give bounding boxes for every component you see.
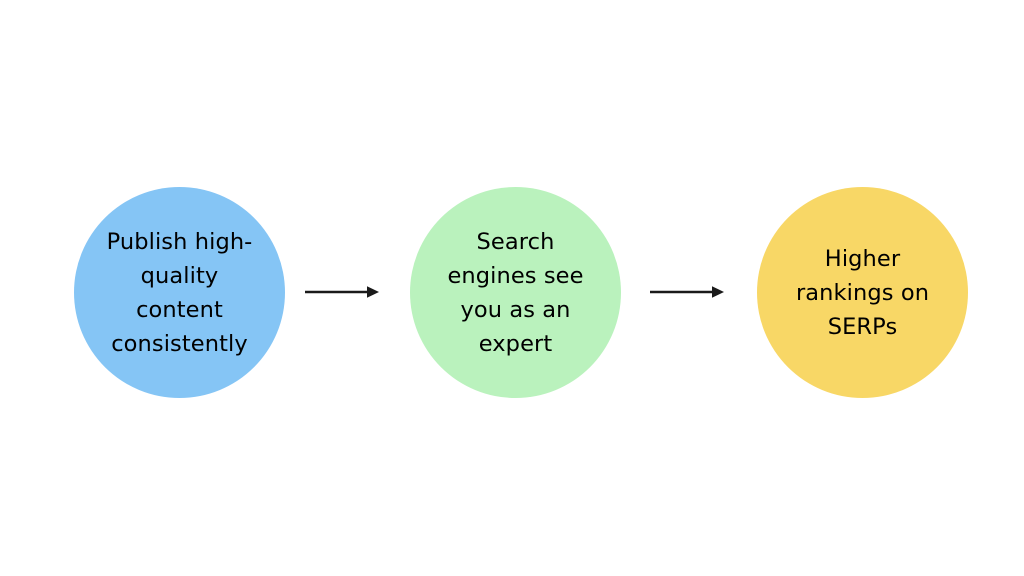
- flow-node-publish-content[interactable]: Publish high- quality content consistent…: [74, 187, 285, 398]
- arrow-right-icon: [305, 286, 379, 298]
- flow-connector-publish-to-search: [300, 278, 386, 306]
- flow-node-label: Higher rankings on SERPs: [795, 245, 930, 340]
- flow-node-label: Search engines see you as an expert: [447, 228, 584, 357]
- flow-node-higher-rankings[interactable]: Higher rankings on SERPs: [757, 187, 968, 398]
- flow-connector-search-to-rankings: [645, 278, 731, 306]
- flow-node-label: Publish high- quality content consistent…: [106, 228, 253, 357]
- arrow-right-icon: [650, 286, 724, 298]
- flow-node-search-engines-expert[interactable]: Search engines see you as an expert: [410, 187, 621, 398]
